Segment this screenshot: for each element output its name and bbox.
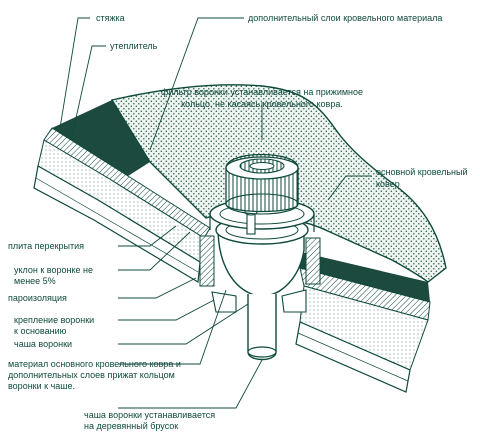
roof-section-left xyxy=(33,100,211,283)
label-filter-1: фильтр воронки устанавливается на прижим… xyxy=(161,87,363,97)
label-mount-2: к основанию xyxy=(14,326,67,336)
label-extra-layers: дополнительный слои кровельного материал… xyxy=(248,13,442,23)
label-insulation: утеплитель xyxy=(110,41,158,51)
label-slab: плита перекрытия xyxy=(8,241,84,251)
dark-layer-left xyxy=(52,100,150,176)
label-material-1: материал основного кровельного ковра и xyxy=(8,359,181,369)
label-slope-1: уклон к воронке не xyxy=(14,265,93,275)
flange-right xyxy=(305,237,321,285)
funnel-filter xyxy=(225,153,299,215)
funnel-body xyxy=(199,198,321,361)
label-slope-2: менее 5% xyxy=(14,276,56,286)
label-screed: стяжка xyxy=(96,13,125,23)
label-bowl-wood-2: на деревянный брусок xyxy=(84,421,178,431)
label-bowl-wood-1: чаша воронки устанавливается xyxy=(84,410,215,420)
dark-layer-right xyxy=(292,250,430,302)
label-main-carpet-1: основной кровельный xyxy=(376,167,468,177)
label-vapor-barrier: пароизоляция xyxy=(8,293,67,303)
label-material-3: воронки к чаше. xyxy=(8,381,75,391)
slab-band-left xyxy=(33,165,201,283)
label-mount-1: крепление воронки xyxy=(14,315,94,325)
flange-left xyxy=(199,235,215,287)
labels: стяжка утеплитель дополнительный слои кр… xyxy=(8,13,468,431)
label-main-carpet-2: ковер xyxy=(376,179,400,189)
label-filter-2: кольцо, не касаясь кровельного ковра. xyxy=(181,99,343,109)
leader-lines xyxy=(59,17,372,409)
label-funnel-bowl: чаша воронки xyxy=(14,339,72,349)
roof-section-right xyxy=(292,250,431,393)
label-material-2: дополнительных слоев прижат кольцом xyxy=(8,370,175,380)
